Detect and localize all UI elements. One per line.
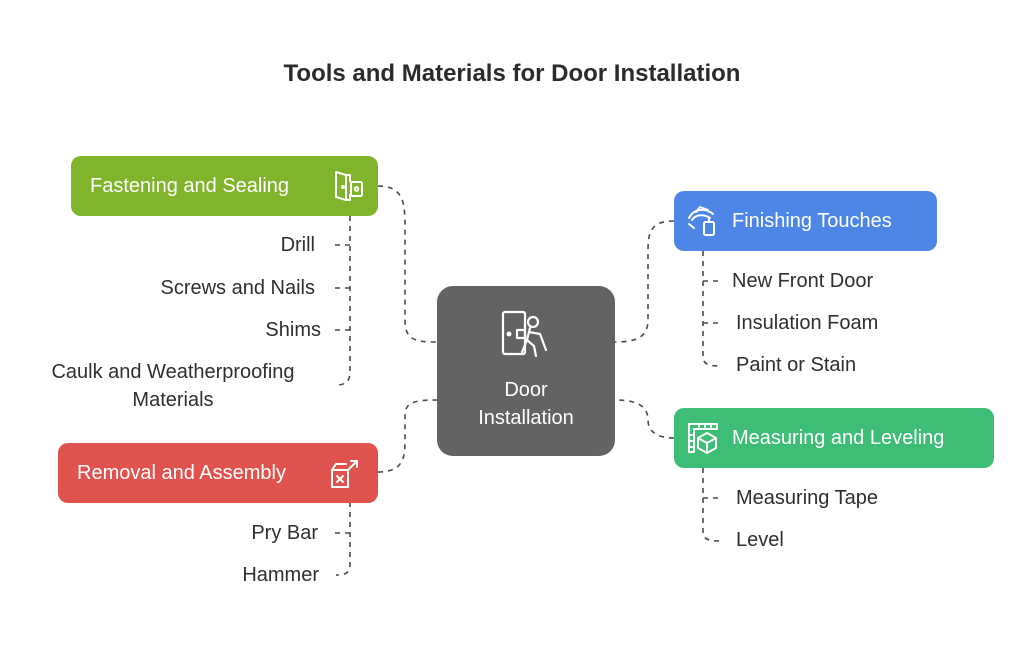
spine-finishing [702,251,721,367]
item-caulk: Caulk and Weatherproofing Materials [51,361,295,411]
item-screws-and-nails: Screws and Nails [160,277,315,299]
person-carrying-door-icon [501,310,548,358]
item-paint-or-stain: Paint or Stain [736,354,857,376]
door-lock-icon [335,171,363,201]
item-insulation-foam: Insulation Foam [736,312,879,334]
item-new-front-door: New Front Door [732,270,874,292]
branch-finishing-label: Finishing Touches [732,209,892,232]
connector-removal [377,399,438,473]
branch-finishing: Finishing Touches [674,191,937,251]
branch-removal-label: Removal and Assembly [77,461,286,484]
paint-brush-icon [688,206,715,236]
center-label-line1: Door [504,379,548,401]
connector-finishing [614,220,675,343]
branch-measuring-label: Measuring and Leveling [732,426,945,449]
center-node: Door Installation [437,286,615,456]
branch-removal: Removal and Assembly [58,443,378,503]
connector-fastening [377,185,438,343]
item-shims: Shims [265,319,321,341]
center-label-line2: Installation [478,407,574,429]
branch-measuring: Measuring and Leveling [674,408,994,468]
item-measuring-tape: Measuring Tape [736,487,878,509]
center-label: Door Installation [437,376,615,432]
item-drill: Drill [280,234,315,256]
ruler-box-icon [688,423,718,454]
diagram-title: Tools and Materials for Door Installatio… [283,60,741,87]
connector-measuring [614,399,675,439]
item-level: Level [736,529,784,551]
branch-fastening-label: Fastening and Sealing [90,174,290,197]
item-hammer: Hammer [242,564,319,586]
item-pry-bar: Pry Bar [251,522,318,544]
spine-removal [335,502,351,576]
spine-measuring [702,468,721,542]
spine-fastening [335,216,351,386]
branch-fastening: Fastening and Sealing [71,156,378,216]
box-open-arrow-icon [331,460,358,488]
